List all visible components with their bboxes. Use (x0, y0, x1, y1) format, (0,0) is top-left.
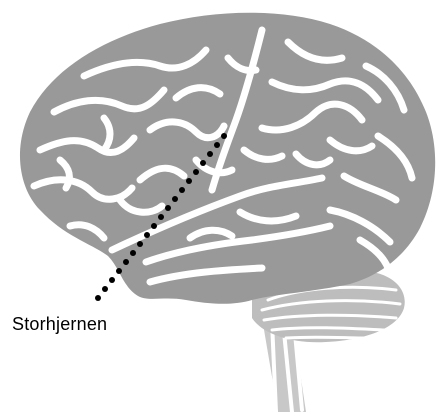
cerebrum-label: Storhjernen (12, 314, 107, 335)
cerebrum (20, 13, 435, 304)
